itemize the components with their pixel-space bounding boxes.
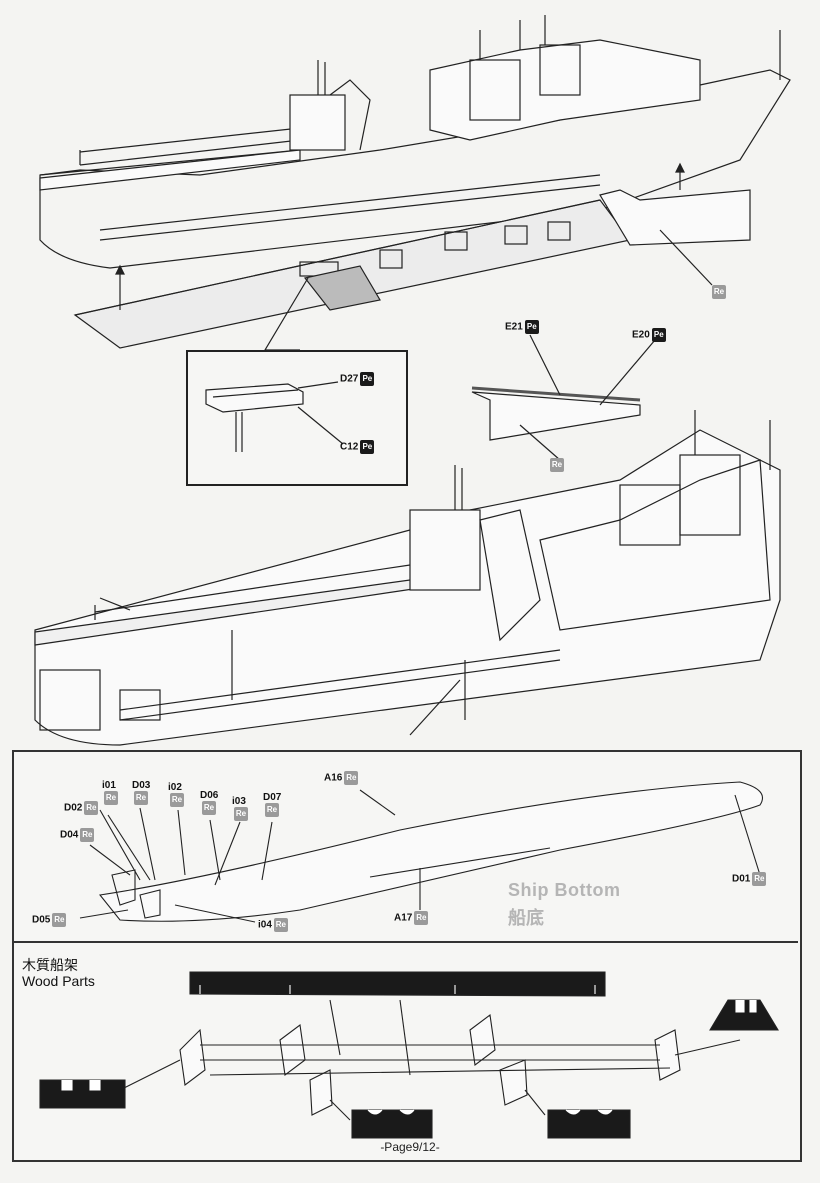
material-badge: Pe — [360, 372, 375, 386]
material-badge: Re — [550, 458, 564, 472]
material-badge: Pe — [524, 320, 539, 334]
ship-bottom-title-cn: 船底 — [508, 908, 544, 929]
material-badge: Re — [712, 285, 726, 299]
material-badge: Re — [170, 793, 184, 807]
material-badge: Re — [234, 807, 248, 821]
material-badge: Re — [84, 801, 99, 815]
material-badge: Re — [202, 801, 216, 815]
part-code: E21 — [505, 321, 523, 333]
part-code: D27 — [340, 373, 359, 385]
part-code: i04 — [258, 919, 272, 931]
panel-divider — [12, 941, 798, 943]
part-code: i03 — [232, 796, 246, 807]
ship-upper-illustration — [39, 15, 791, 350]
material-badge: Pe — [651, 328, 666, 342]
part-code: A17 — [394, 912, 413, 924]
wood-parts-title-cn: 木質船架 — [22, 958, 78, 974]
material-badge: Re — [344, 771, 359, 785]
part-code: A16 — [324, 772, 343, 784]
material-badge: Re — [134, 791, 148, 805]
part-code: D07 — [263, 792, 282, 803]
part-code: C12 — [340, 441, 359, 453]
material-badge: Pe — [360, 440, 375, 454]
callout-re-rail: Re — [548, 458, 564, 472]
material-badge: Re — [265, 803, 279, 817]
part-code: D01 — [732, 873, 751, 885]
ship-bottom-title: Ship Bottom — [508, 880, 621, 900]
material-badge: Re — [752, 872, 767, 886]
part-code: i02 — [168, 782, 182, 793]
part-code: D03 — [132, 780, 151, 791]
rail-part-illustration — [471, 334, 656, 461]
part-code: E20 — [632, 329, 650, 341]
inset-part-illustration — [205, 381, 344, 452]
part-code: D04 — [60, 829, 79, 841]
ship-assembled-illustration — [34, 410, 781, 746]
part-code: D06 — [200, 790, 219, 801]
material-badge: Re — [273, 918, 288, 932]
part-code: D02 — [64, 802, 83, 814]
callout-re-hull: Re — [710, 285, 726, 299]
part-code: D05 — [32, 914, 51, 926]
wood-parts-title: Wood Parts — [22, 973, 95, 989]
page-number: -Page9/12- — [380, 1140, 440, 1154]
part-code: i01 — [102, 780, 116, 791]
material-badge: Re — [414, 911, 429, 925]
material-badge: Re — [104, 791, 118, 805]
material-badge: Re — [80, 828, 95, 842]
material-badge: Re — [52, 913, 67, 927]
